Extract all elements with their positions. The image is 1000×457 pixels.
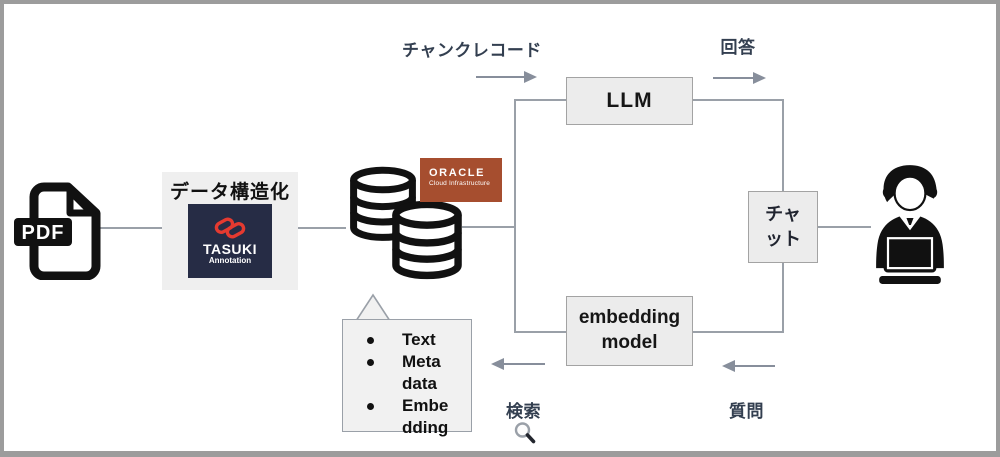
tasuki-annotation-text: Annotation	[208, 256, 252, 266]
callout-item-text: Embe dding	[402, 396, 449, 437]
connector-line-llm-chat	[693, 99, 784, 101]
pdf-label: PDF	[22, 222, 65, 244]
oracle-cloud-badge: ORACLE Cloud Infrastructure	[420, 158, 502, 202]
callout-item-text: Text	[402, 330, 436, 349]
connector-line-embedding-chat	[693, 331, 784, 333]
oracle-brand-text: ORACLE	[429, 167, 486, 179]
bullet-icon	[367, 359, 374, 366]
answer-label: 回答	[720, 38, 756, 57]
connector-line-rail-bottom	[782, 262, 784, 333]
question-label: 質問	[729, 402, 764, 421]
oracle-sub-text: Cloud Infrastructure	[429, 180, 491, 188]
connector-line-tasuki-database	[298, 227, 346, 229]
callout-item: Text	[367, 329, 471, 351]
data-structuring-title: データ構造化	[169, 182, 290, 203]
database-contents-callout: Text Meta data Embe dding	[342, 319, 472, 437]
callout-pointer	[355, 293, 391, 321]
connector-line-branch-vertical	[514, 99, 516, 333]
callout-item-text: Meta data	[402, 352, 441, 393]
tasuki-brand-text: TASUKI	[202, 241, 258, 258]
connector-line-pdf-tasuki	[100, 227, 162, 229]
embedding-model-node: embedding model	[566, 296, 693, 366]
callout-item: Meta data	[367, 351, 471, 395]
bullet-icon	[367, 403, 374, 410]
chunk-record-label: チャンクレコード	[402, 41, 542, 60]
llm-node: LLM	[566, 77, 693, 125]
connector-line-branch-embedding	[514, 331, 566, 333]
tasuki-ribbon-icon	[214, 217, 246, 239]
search-arrow-icon	[491, 358, 545, 370]
bullet-icon	[367, 337, 374, 344]
user-with-laptop-icon	[876, 165, 944, 284]
search-label: 検索	[506, 402, 541, 421]
tasuki-data-structuring-node: データ構造化 TASUKI Annotation	[162, 172, 298, 290]
connector-line-database-branch	[462, 226, 515, 228]
question-arrow-icon	[722, 360, 775, 372]
callout-item: Embe dding	[367, 395, 471, 439]
search-magnifier-icon	[514, 422, 536, 444]
chat-node: チャ ット	[748, 191, 818, 263]
connector-line-rail-top	[782, 99, 784, 192]
tasuki-logo-card: TASUKI Annotation	[188, 204, 272, 278]
pdf-document-icon: PDF	[14, 182, 101, 280]
chunk-record-arrow-icon	[476, 71, 537, 83]
connector-line-chat-user	[818, 226, 871, 228]
answer-arrow-icon	[713, 72, 766, 84]
connector-line-branch-llm	[514, 99, 566, 101]
